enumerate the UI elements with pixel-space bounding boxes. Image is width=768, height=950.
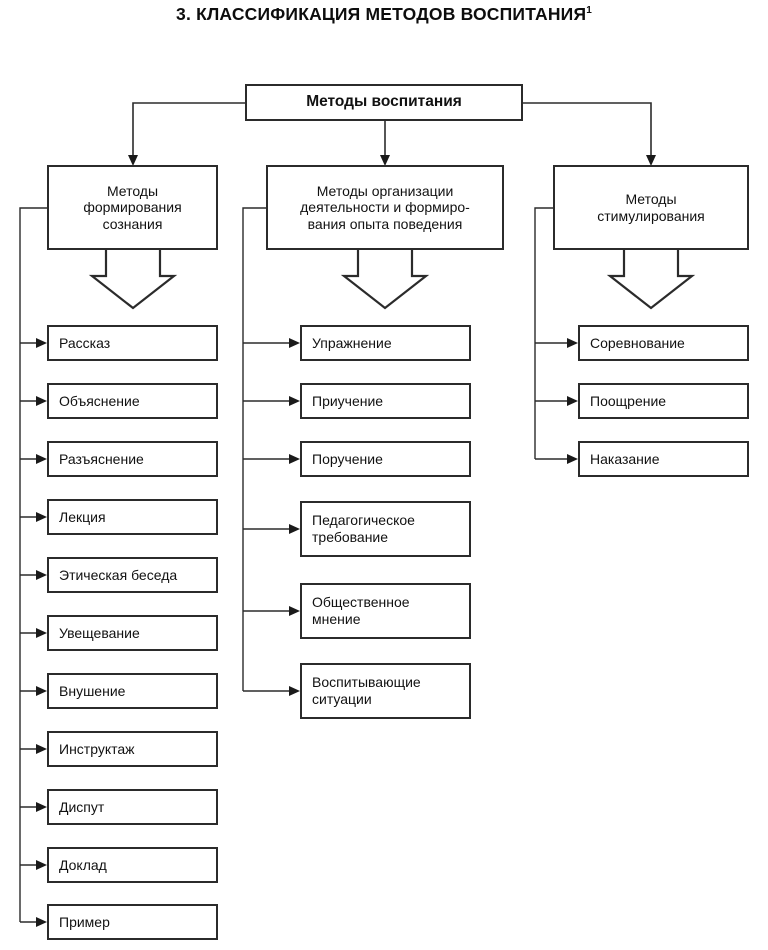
leaf-eticheskaya-beseda-label: Этическая беседа [59,566,178,583]
leaf-primer[interactable]: Пример [47,904,218,940]
wire-bus-right [523,102,652,121]
cat1-line-1: Методы [106,182,159,199]
block-arrow-cat3 [606,250,696,310]
leaf-rasskaz-label: Рассказ [59,334,111,351]
arrowhead-c2-i4 [289,524,300,534]
root-node-label: Методы воспитания [306,93,462,111]
category-node-organizacii-label: Методы организации деятельности и формир… [274,183,496,233]
arrowhead-c1-i11 [36,917,47,927]
leaf-primer-label: Пример [59,913,110,930]
arrowhead-c1-i5 [36,570,47,580]
spine-column-2 [242,207,300,691]
leaf-c2-i5-line-1: Общественное [312,594,410,611]
block-arrow-cat1 [88,250,178,310]
arrowhead-c2-i2 [289,396,300,406]
leaf-vnushenie-label: Внушение [59,682,126,699]
leaf-nakazanie[interactable]: Наказание [578,441,749,477]
arrowhead-c1-i1 [36,338,47,348]
leaf-vnushenie[interactable]: Внушение [47,673,218,709]
arrowhead-c1-i6 [36,628,47,638]
category-node-stimulirovaniya-label: Методы стимулирования [561,191,741,224]
arrowhead-c1-i7 [36,686,47,696]
leaf-pooshchrenie[interactable]: Поощрение [578,383,749,419]
page-title: 3. КЛАССИФИКАЦИЯ МЕТОДОВ ВОСПИТАНИЯ1 [0,4,768,25]
leaf-pooshchrenie-label: Поощрение [590,392,667,409]
leaf-obyasnenie-label: Объяснение [59,392,140,409]
arrowhead-c1-i9 [36,802,47,812]
leaf-pedagogicheskoe-trebovanie[interactable]: Педагогическое требование [300,501,471,557]
arrowhead-c3-i3 [567,454,578,464]
leaf-instruktazh-label: Инструктаж [59,740,135,757]
leaf-pedagogicheskoe-trebovanie-label: Педагогическое требование [312,512,469,545]
block-arrow-cat2 [340,250,430,310]
category-node-stimulirovaniya[interactable]: Методы стимулирования [553,165,749,250]
leaf-c2-i6-line-1: Воспитывающие [312,674,421,691]
leaf-disput-label: Диспут [59,798,105,815]
wire-bus-left [132,102,245,121]
leaf-sorevnovanie[interactable]: Соревнование [578,325,749,361]
leaf-c2-i6-line-2: ситуации [312,691,372,707]
leaf-c2-i5-line-2: мнение [312,611,361,627]
leaf-uveshchevanie[interactable]: Увещевание [47,615,218,651]
leaf-sorevnovanie-label: Соревнование [590,334,685,351]
leaf-lekciya-label: Лекция [59,508,106,525]
leaf-razyasnenie[interactable]: Разъяснение [47,441,218,477]
arrowhead-c2-i6 [289,686,300,696]
root-node[interactable]: Методы воспитания [245,84,523,121]
cat1-line-3: сознания [102,215,163,232]
leaf-eticheskaya-beseda[interactable]: Этическая беседа [47,557,218,593]
leaf-obshchestvennoe-mnenie-label: Общественное мнение [312,594,469,627]
leaf-obshchestvennoe-mnenie[interactable]: Общественное мнение [300,583,471,639]
arrowhead-c2-i5 [289,606,300,616]
page-title-text: 3. КЛАССИФИКАЦИЯ МЕТОДОВ ВОСПИТАНИЯ [176,4,587,24]
leaf-obyasnenie[interactable]: Объяснение [47,383,218,419]
cat2-line-2: деятельности и формиро- [300,199,470,216]
leaf-uprazhnenie[interactable]: Упражнение [300,325,471,361]
leaf-c2-i4-line-2: требование [312,529,389,545]
leaf-razyasnenie-label: Разъяснение [59,450,144,467]
arrowhead-c1-i10 [36,860,47,870]
leaf-vospityvayushchie-situacii-label: Воспитывающие ситуации [312,674,469,707]
leaf-priuchenie-label: Приучение [312,392,384,409]
arrowhead-c1-i3 [36,454,47,464]
category-node-soznanie-label: Методы формирования сознания [55,183,210,233]
leaf-doklad[interactable]: Доклад [47,847,218,883]
cat2-line-1: Методы организации [316,182,454,199]
cat2-line-3: вания опыта поведения [307,215,463,232]
arrowhead-c3-i1 [567,338,578,348]
cat3-line-1: Методы [625,190,677,207]
cat3-line-2: стимулирования [597,207,705,224]
leaf-vospityvayushchie-situacii[interactable]: Воспитывающие ситуации [300,663,471,719]
leaf-rasskaz[interactable]: Рассказ [47,325,218,361]
leaf-uprazhnenie-label: Упражнение [312,334,392,351]
spine-column-1 [19,207,47,922]
leaf-lekciya[interactable]: Лекция [47,499,218,535]
arrowhead-c3-i2 [567,396,578,406]
leaf-poruchenie-label: Поручение [312,450,383,467]
page-title-superscript: 1 [586,5,592,17]
leaf-priuchenie[interactable]: Приучение [300,383,471,419]
leaf-poruchenie[interactable]: Поручение [300,441,471,477]
leaf-doklad-label: Доклад [59,856,107,873]
arrowhead-c1-i2 [36,396,47,406]
leaf-uveshchevanie-label: Увещевание [59,624,140,641]
leaf-c2-i4-line-1: Педагогическое [312,512,415,529]
arrowhead-c2-i1 [289,338,300,348]
arrowhead-c1-i8 [36,744,47,754]
cat1-line-2: формирования [83,199,182,216]
category-node-soznanie[interactable]: Методы формирования сознания [47,165,218,250]
leaf-disput[interactable]: Диспут [47,789,218,825]
leaf-nakazanie-label: Наказание [590,450,660,467]
arrowhead-c1-i4 [36,512,47,522]
arrowhead-c2-i3 [289,454,300,464]
category-node-organizacii[interactable]: Методы организации деятельности и формир… [266,165,504,250]
leaf-instruktazh[interactable]: Инструктаж [47,731,218,767]
